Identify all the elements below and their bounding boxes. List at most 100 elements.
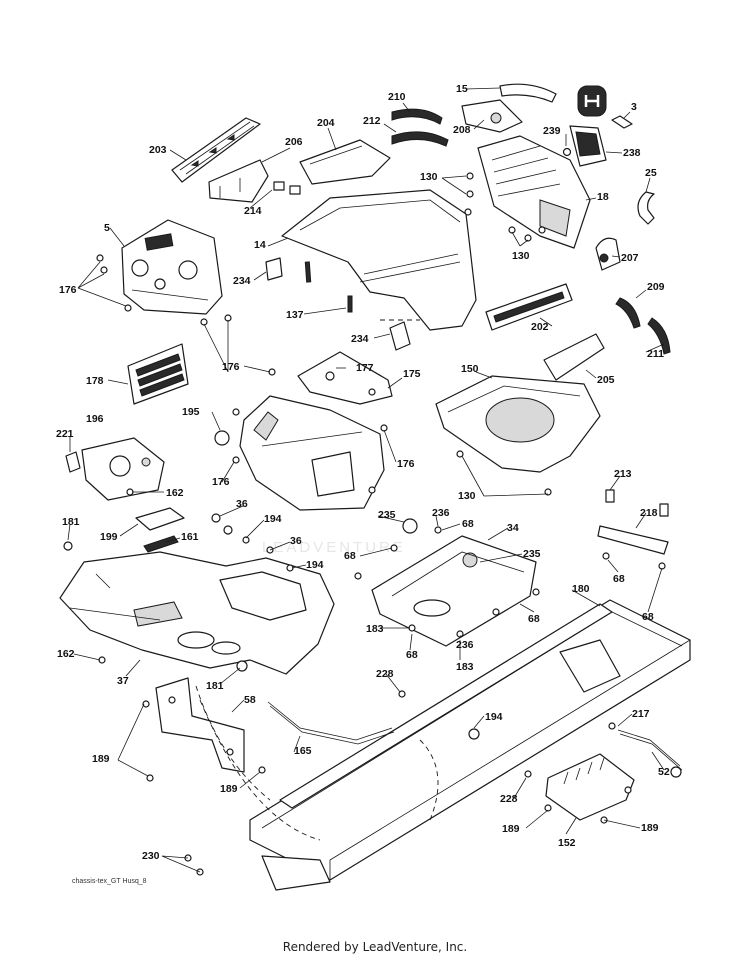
part-202-lower-grille[interactable] (485, 283, 573, 331)
part-frame-side-rail[interactable] (279, 603, 613, 809)
callout-label[interactable]: 202 (531, 321, 549, 333)
callout-label[interactable]: 165 (294, 745, 312, 757)
part-37-fender[interactable] (59, 551, 335, 675)
part-203-grille[interactable] (171, 117, 261, 183)
callout-label[interactable]: 52 (658, 766, 670, 778)
callout-label[interactable]: 239 (543, 125, 561, 137)
part-221-decal[interactable] (65, 451, 81, 473)
callout-label[interactable]: 209 (647, 281, 665, 293)
callout-label[interactable]: 68 (642, 611, 654, 623)
callout-label[interactable]: 194 (264, 513, 282, 525)
callout-label[interactable]: 68 (344, 550, 356, 562)
callout-label[interactable]: 130 (458, 490, 476, 502)
callout-label[interactable]: 130 (420, 171, 438, 183)
callout-label[interactable]: 58 (244, 694, 256, 706)
part-235-washer[interactable] (402, 518, 418, 534)
part-182-housing[interactable] (239, 395, 385, 511)
callout-label[interactable]: 176 (212, 476, 230, 488)
callout-label[interactable]: 218 (640, 507, 658, 519)
callout-label[interactable]: 175 (403, 368, 421, 380)
callout-label[interactable]: 235 (523, 548, 541, 560)
callout-label[interactable]: 189 (92, 753, 110, 765)
callout-label[interactable]: 211 (647, 348, 664, 360)
callout-label[interactable]: 203 (149, 144, 167, 156)
part-161-part[interactable] (143, 535, 179, 553)
callout-label[interactable]: 180 (572, 583, 590, 595)
callout-label[interactable]: 181 (206, 680, 224, 692)
callout-label[interactable]: 183 (456, 661, 474, 673)
callout-label[interactable]: 176 (59, 284, 77, 296)
part-3-emblem[interactable] (577, 85, 633, 129)
part-150-fender[interactable] (435, 375, 601, 473)
callout-label[interactable]: 205 (597, 374, 615, 386)
callout-label[interactable]: 183 (366, 623, 384, 635)
callout-label[interactable]: 204 (317, 117, 335, 129)
callout-label[interactable]: 68 (462, 518, 474, 530)
part-204-cap[interactable] (299, 139, 391, 185)
part-137-strip[interactable] (304, 261, 312, 283)
callout-label[interactable]: 238 (623, 147, 641, 159)
callout-label[interactable]: 36 (236, 498, 248, 510)
part-217-rod[interactable] (617, 729, 683, 771)
part-208-lens[interactable] (461, 99, 523, 133)
callout-label[interactable]: 37 (117, 675, 129, 687)
part-234-decal-lower[interactable] (389, 321, 411, 351)
part-58-bracket[interactable] (155, 677, 245, 773)
callout-label[interactable]: 210 (388, 91, 406, 103)
part-180-frame[interactable] (249, 599, 691, 891)
callout-label[interactable]: 199 (100, 531, 118, 543)
part-212-grille-strip[interactable] (391, 131, 449, 147)
part-14-hood[interactable] (281, 189, 477, 331)
callout-label[interactable]: 228 (376, 668, 394, 680)
callout-label[interactable]: 195 (182, 406, 200, 418)
callout-label[interactable]: 214 (244, 205, 262, 217)
callout-label[interactable]: 176 (222, 361, 240, 373)
part-18-front-grille[interactable] (477, 135, 591, 249)
callout-label[interactable]: 194 (306, 559, 324, 571)
callout-label[interactable]: 25 (645, 167, 657, 179)
callout-label[interactable]: 162 (57, 648, 75, 660)
part-15-trim[interactable] (499, 83, 557, 103)
callout-label[interactable]: 235 (378, 509, 396, 521)
part-195-knob[interactable] (214, 430, 230, 446)
part-214-clips[interactable] (273, 181, 301, 195)
callout-label[interactable]: 161 (181, 531, 199, 543)
callout-label[interactable]: 217 (632, 708, 650, 720)
callout-label[interactable]: 207 (621, 252, 639, 264)
callout-label[interactable]: 34 (507, 522, 519, 534)
callout-label[interactable]: 236 (456, 639, 474, 651)
callout-label[interactable]: 221 (56, 428, 74, 440)
callout-label[interactable]: 189 (502, 823, 520, 835)
part-34-seat-pan[interactable] (371, 535, 537, 647)
callout-label[interactable]: 234 (351, 333, 369, 345)
callout-label[interactable]: 3 (631, 101, 637, 113)
part-199-part[interactable] (135, 507, 185, 531)
part-238-trim[interactable] (569, 125, 607, 167)
callout-label[interactable]: 228 (500, 793, 518, 805)
callout-label[interactable]: 137 (286, 309, 304, 321)
part-207-light[interactable] (595, 237, 621, 271)
callout-label[interactable]: 152 (558, 837, 576, 849)
callout-label[interactable]: 196 (86, 413, 104, 425)
callout-label[interactable]: 68 (528, 613, 540, 625)
callout-label[interactable]: 15 (456, 83, 468, 95)
callout-label[interactable]: 177 (356, 362, 374, 374)
part-175-bracket[interactable] (297, 351, 393, 405)
callout-label[interactable]: 68 (406, 649, 418, 661)
part-234-decal[interactable] (265, 257, 283, 281)
callout-label[interactable]: 181 (62, 516, 80, 528)
callout-label[interactable]: 212 (363, 115, 381, 127)
callout-label[interactable]: 14 (254, 239, 266, 251)
part-206-bracket[interactable] (208, 159, 269, 203)
part-165-rod[interactable] (267, 701, 395, 745)
callout-label[interactable]: 213 (614, 468, 632, 480)
part-210-grille-strip[interactable] (391, 108, 443, 125)
callout-label[interactable]: 236 (432, 507, 450, 519)
part-209-side-strip[interactable] (615, 297, 641, 329)
part-5-dash[interactable] (121, 219, 223, 315)
callout-label[interactable]: 208 (453, 124, 471, 136)
part-178-decal[interactable] (127, 343, 189, 405)
part-152-guard[interactable] (545, 753, 635, 821)
callout-label[interactable]: 189 (641, 822, 659, 834)
part-52-nut[interactable] (670, 766, 682, 778)
